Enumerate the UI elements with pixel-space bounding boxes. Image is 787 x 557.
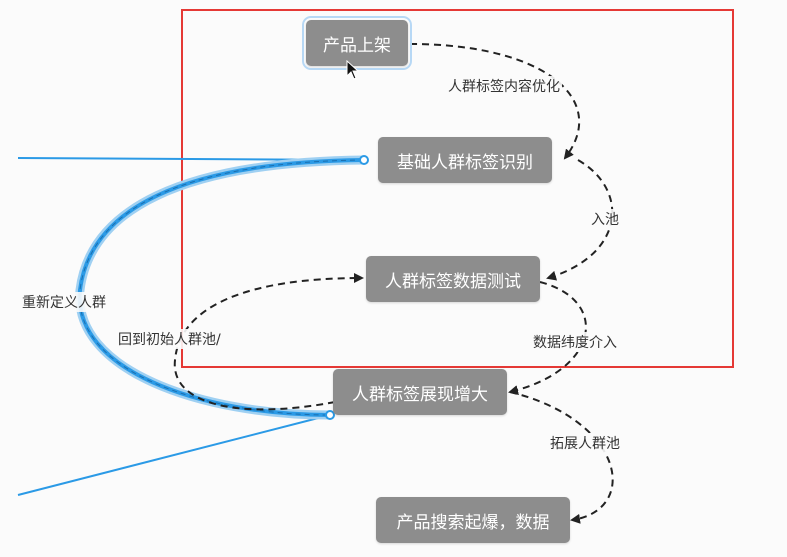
curve-handle-end[interactable] — [325, 410, 335, 420]
node-tag-expand[interactable]: 人群标签展现增大 — [333, 369, 507, 415]
connector-line-bottom — [17, 414, 331, 496]
label-content-optimize: 人群标签内容优化 — [446, 76, 562, 96]
label-redefine-crowd: 重新定义人群 — [20, 292, 108, 312]
edge-back-to-pool — [173, 273, 364, 411]
redefine-curve-dash — [79, 159, 365, 416]
label-data-dimension: 数据纬度介入 — [531, 332, 619, 352]
redefine-curve[interactable] — [77, 158, 366, 417]
label-into-pool: 入池 — [589, 209, 621, 229]
label-expand-pool: 拓展人群池 — [548, 433, 622, 453]
highlight-box — [181, 9, 734, 368]
node-basic-tag-recognition[interactable]: 基础人群标签识别 — [378, 137, 552, 183]
node-tag-data-test[interactable]: 人群标签数据测试 — [366, 256, 540, 302]
redefine-curve-glow — [75, 155, 369, 420]
node-product-search[interactable]: 产品搜索起爆，数据 — [376, 497, 570, 543]
node-product-launch[interactable]: 产品上架 — [302, 16, 412, 70]
edge-content-optimize — [409, 43, 581, 160]
edge-expand-pool — [509, 391, 614, 524]
cursor-arrow-icon — [346, 60, 360, 80]
label-back-to-pool: 回到初始人群池/ — [116, 329, 223, 349]
curve-handle-start[interactable] — [359, 155, 369, 165]
